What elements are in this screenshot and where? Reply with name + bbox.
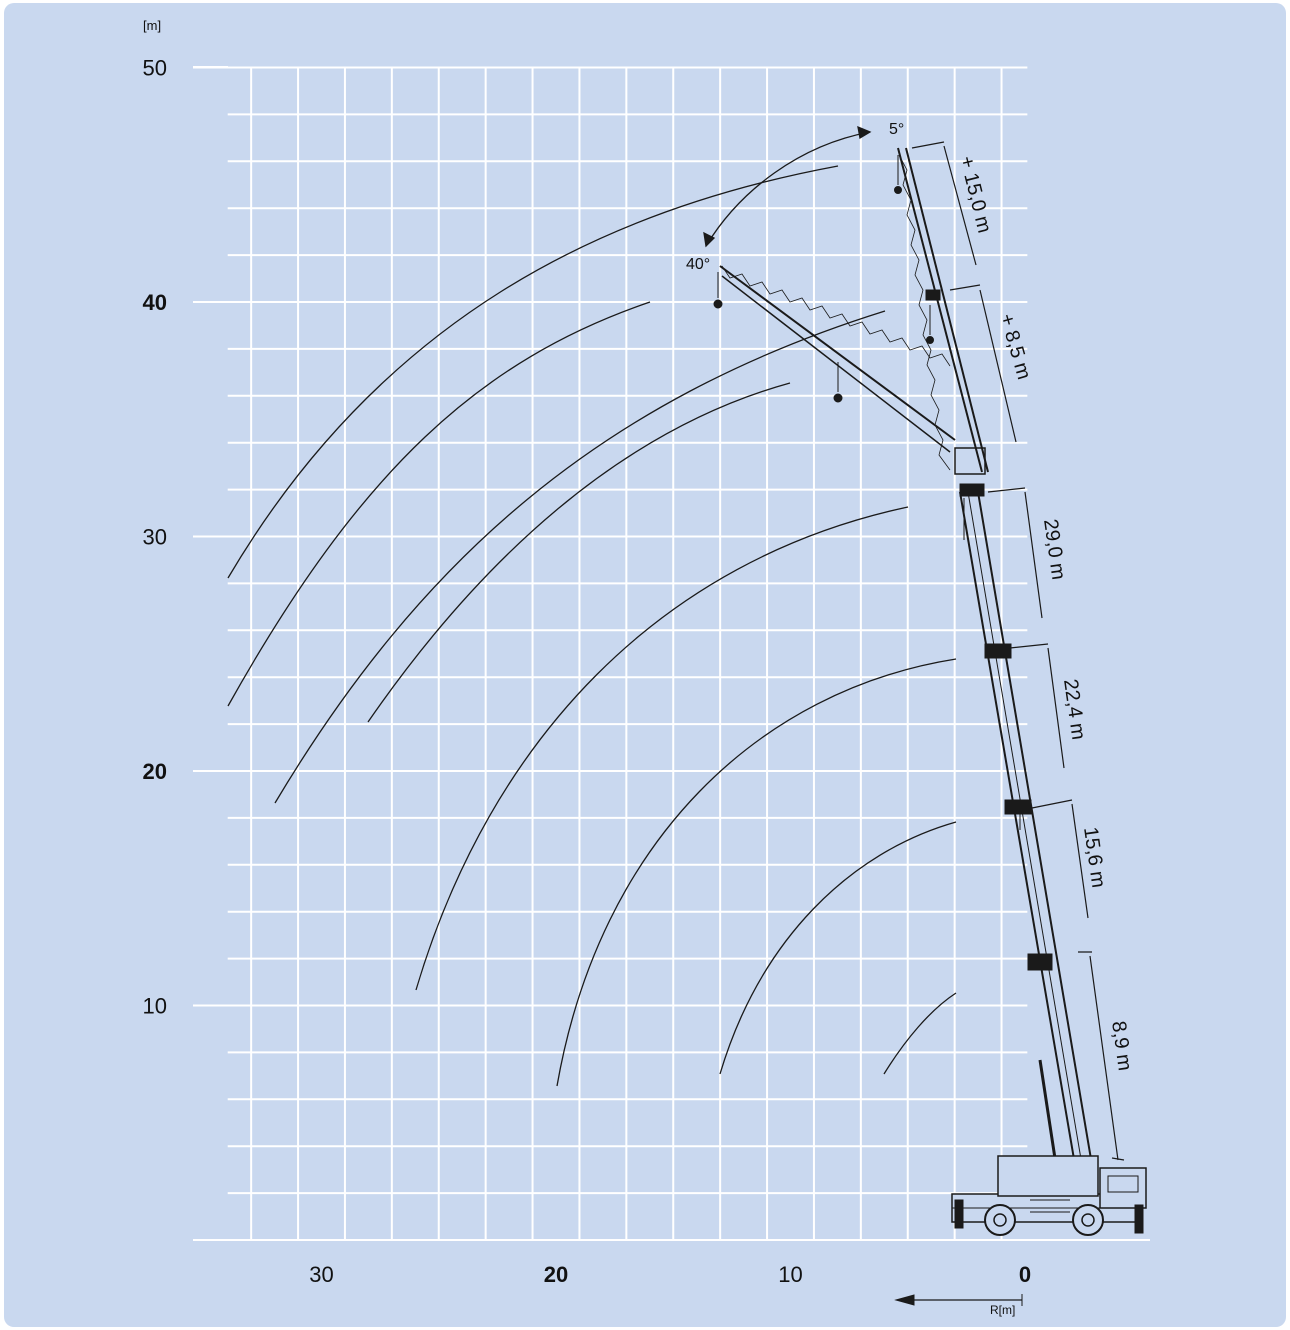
dim-line-plus-8-5 <box>949 284 1017 443</box>
dim-line-29-0 <box>987 487 1043 619</box>
range-arc <box>227 165 839 579</box>
range-arc <box>367 382 791 723</box>
y-tick-label: 50 <box>143 56 167 81</box>
jib-luffing-arrow <box>703 125 872 248</box>
dimension-lines <box>911 141 1125 1161</box>
dim-line-8-9 <box>1078 951 1125 1161</box>
range-arc <box>274 310 886 804</box>
y-tick-label: 40 <box>143 290 167 315</box>
range-arc <box>719 821 957 1075</box>
dim-line-15-6 <box>1031 799 1089 919</box>
x-tick-label: 30 <box>309 1262 333 1287</box>
boom-section-label: 29,0 m <box>1039 518 1069 582</box>
dim-line-22-4 <box>1009 643 1065 769</box>
y-tick-label: 20 <box>143 759 167 784</box>
y-tick-label: 10 <box>143 994 167 1019</box>
jib-angle-label: 5° <box>889 121 904 138</box>
jib-5-degree <box>894 147 989 475</box>
boom-section-label: 8,9 m <box>1107 1020 1136 1073</box>
x-tick-label: 20 <box>544 1262 568 1287</box>
grid <box>227 66 1028 1241</box>
x-tick-label: 10 <box>778 1262 802 1287</box>
working-range-arcs <box>227 165 957 1087</box>
boom-section-label: 22,4 m <box>1059 678 1089 742</box>
jib-angle-label: 40° <box>686 256 710 273</box>
range-arc <box>883 992 957 1075</box>
x-tick-labels: 30 20 10 0 <box>309 1262 1031 1287</box>
range-arc <box>556 658 957 1087</box>
y-tick-labels: 50 40 30 20 10 <box>143 56 228 1019</box>
jib-extension-label: + 15,0 m <box>955 154 995 235</box>
dim-line-plus-15-0 <box>911 141 977 266</box>
main-boom <box>959 483 1093 1166</box>
y-tick-label: 30 <box>143 525 167 550</box>
x-unit-label: R[m] <box>990 1303 1015 1317</box>
radius-direction-arrow <box>894 1294 1023 1306</box>
dimension-labels: 8,9 m 15,6 m 22,4 m 29,0 m + 8,5 m + 15,… <box>686 121 1136 1072</box>
axis-labels: [m] R[m] <box>143 18 1015 1317</box>
boom-section-label: 15,6 m <box>1079 826 1109 890</box>
range-arc <box>227 301 651 707</box>
y-unit-label: [m] <box>143 18 161 33</box>
range-arc <box>415 506 909 991</box>
crane-carrier-vehicle <box>951 1155 1147 1236</box>
x-tick-label: 0 <box>1019 1262 1031 1287</box>
jib-40-degree <box>713 265 956 453</box>
